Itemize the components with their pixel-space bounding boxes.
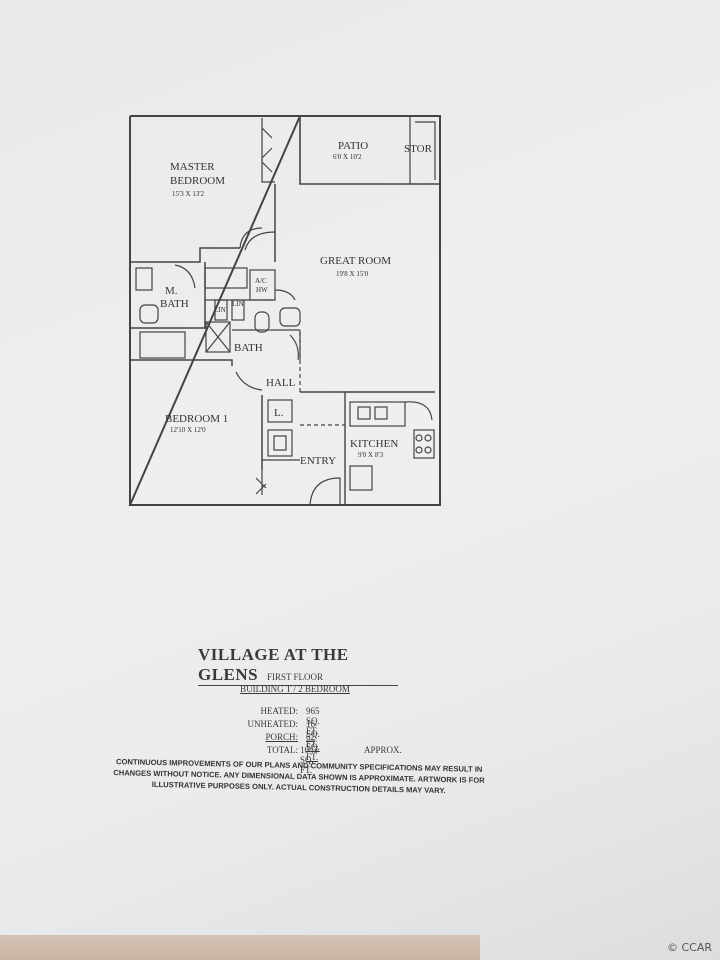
area-value: 62 SQ. FT. — [306, 732, 320, 762]
area-label: TOTAL: — [266, 745, 298, 755]
master-size: 15'3 X 13'2 — [172, 190, 205, 198]
copyright-icon: © — [666, 941, 678, 954]
watermark-text: CCAR — [681, 941, 712, 954]
master-label-2: BEDROOM — [170, 175, 225, 187]
area-note: APPROX. — [364, 745, 402, 755]
floor-plan: PATIO 6'0 X 10'2 STOR MASTER BEDROOM 15'… — [128, 115, 441, 506]
area-label: HEATED: — [260, 706, 299, 716]
bath-label: BATH — [234, 342, 263, 354]
community-title: VILLAGE AT THE GLENS — [198, 645, 398, 686]
building-label: BUILDING T / 2 BEDROOM — [240, 684, 350, 694]
table-edge — [0, 935, 480, 960]
mbath-label-1: M. — [165, 285, 178, 297]
floor-label: FIRST FLOOR — [266, 672, 324, 682]
master-label-1: MASTER — [170, 161, 215, 173]
area-value: 16 SQ. FT. — [306, 719, 320, 749]
area-value: 1043 SQ. FT. — [300, 745, 318, 775]
patio-size: 6'0 X 10'2 — [333, 153, 362, 161]
area-value: 965 SQ. FT. — [306, 706, 320, 736]
bedroom1-label: BEDROOM 1 — [165, 413, 228, 425]
ccar-watermark: © CCAR — [667, 941, 712, 954]
kitchen-size: 9'0 X 8'3 — [358, 451, 384, 459]
linen-label-2: LIN — [232, 300, 244, 308]
area-label: UNHEATED: — [247, 719, 299, 729]
ac-label: A/C — [255, 277, 267, 285]
patio-label: PATIO — [338, 140, 368, 152]
entry-label: ENTRY — [300, 455, 336, 467]
hw-label: HW — [256, 286, 268, 294]
mbath-label-2: BATH — [160, 298, 189, 310]
bedroom1-size: 12'10 X 12'0 — [170, 426, 206, 434]
area-label: PORCH: — [265, 732, 298, 742]
kitchen-label: KITCHEN — [350, 438, 398, 450]
hall-label: HALL — [266, 377, 296, 389]
great-room-label: GREAT ROOM — [320, 255, 391, 267]
linen-label-1: LIN — [214, 306, 226, 314]
great-room-size: 19'8 X 15'0 — [336, 270, 369, 278]
laundry-label: L. — [274, 407, 284, 419]
stor-label: STOR — [404, 143, 433, 155]
